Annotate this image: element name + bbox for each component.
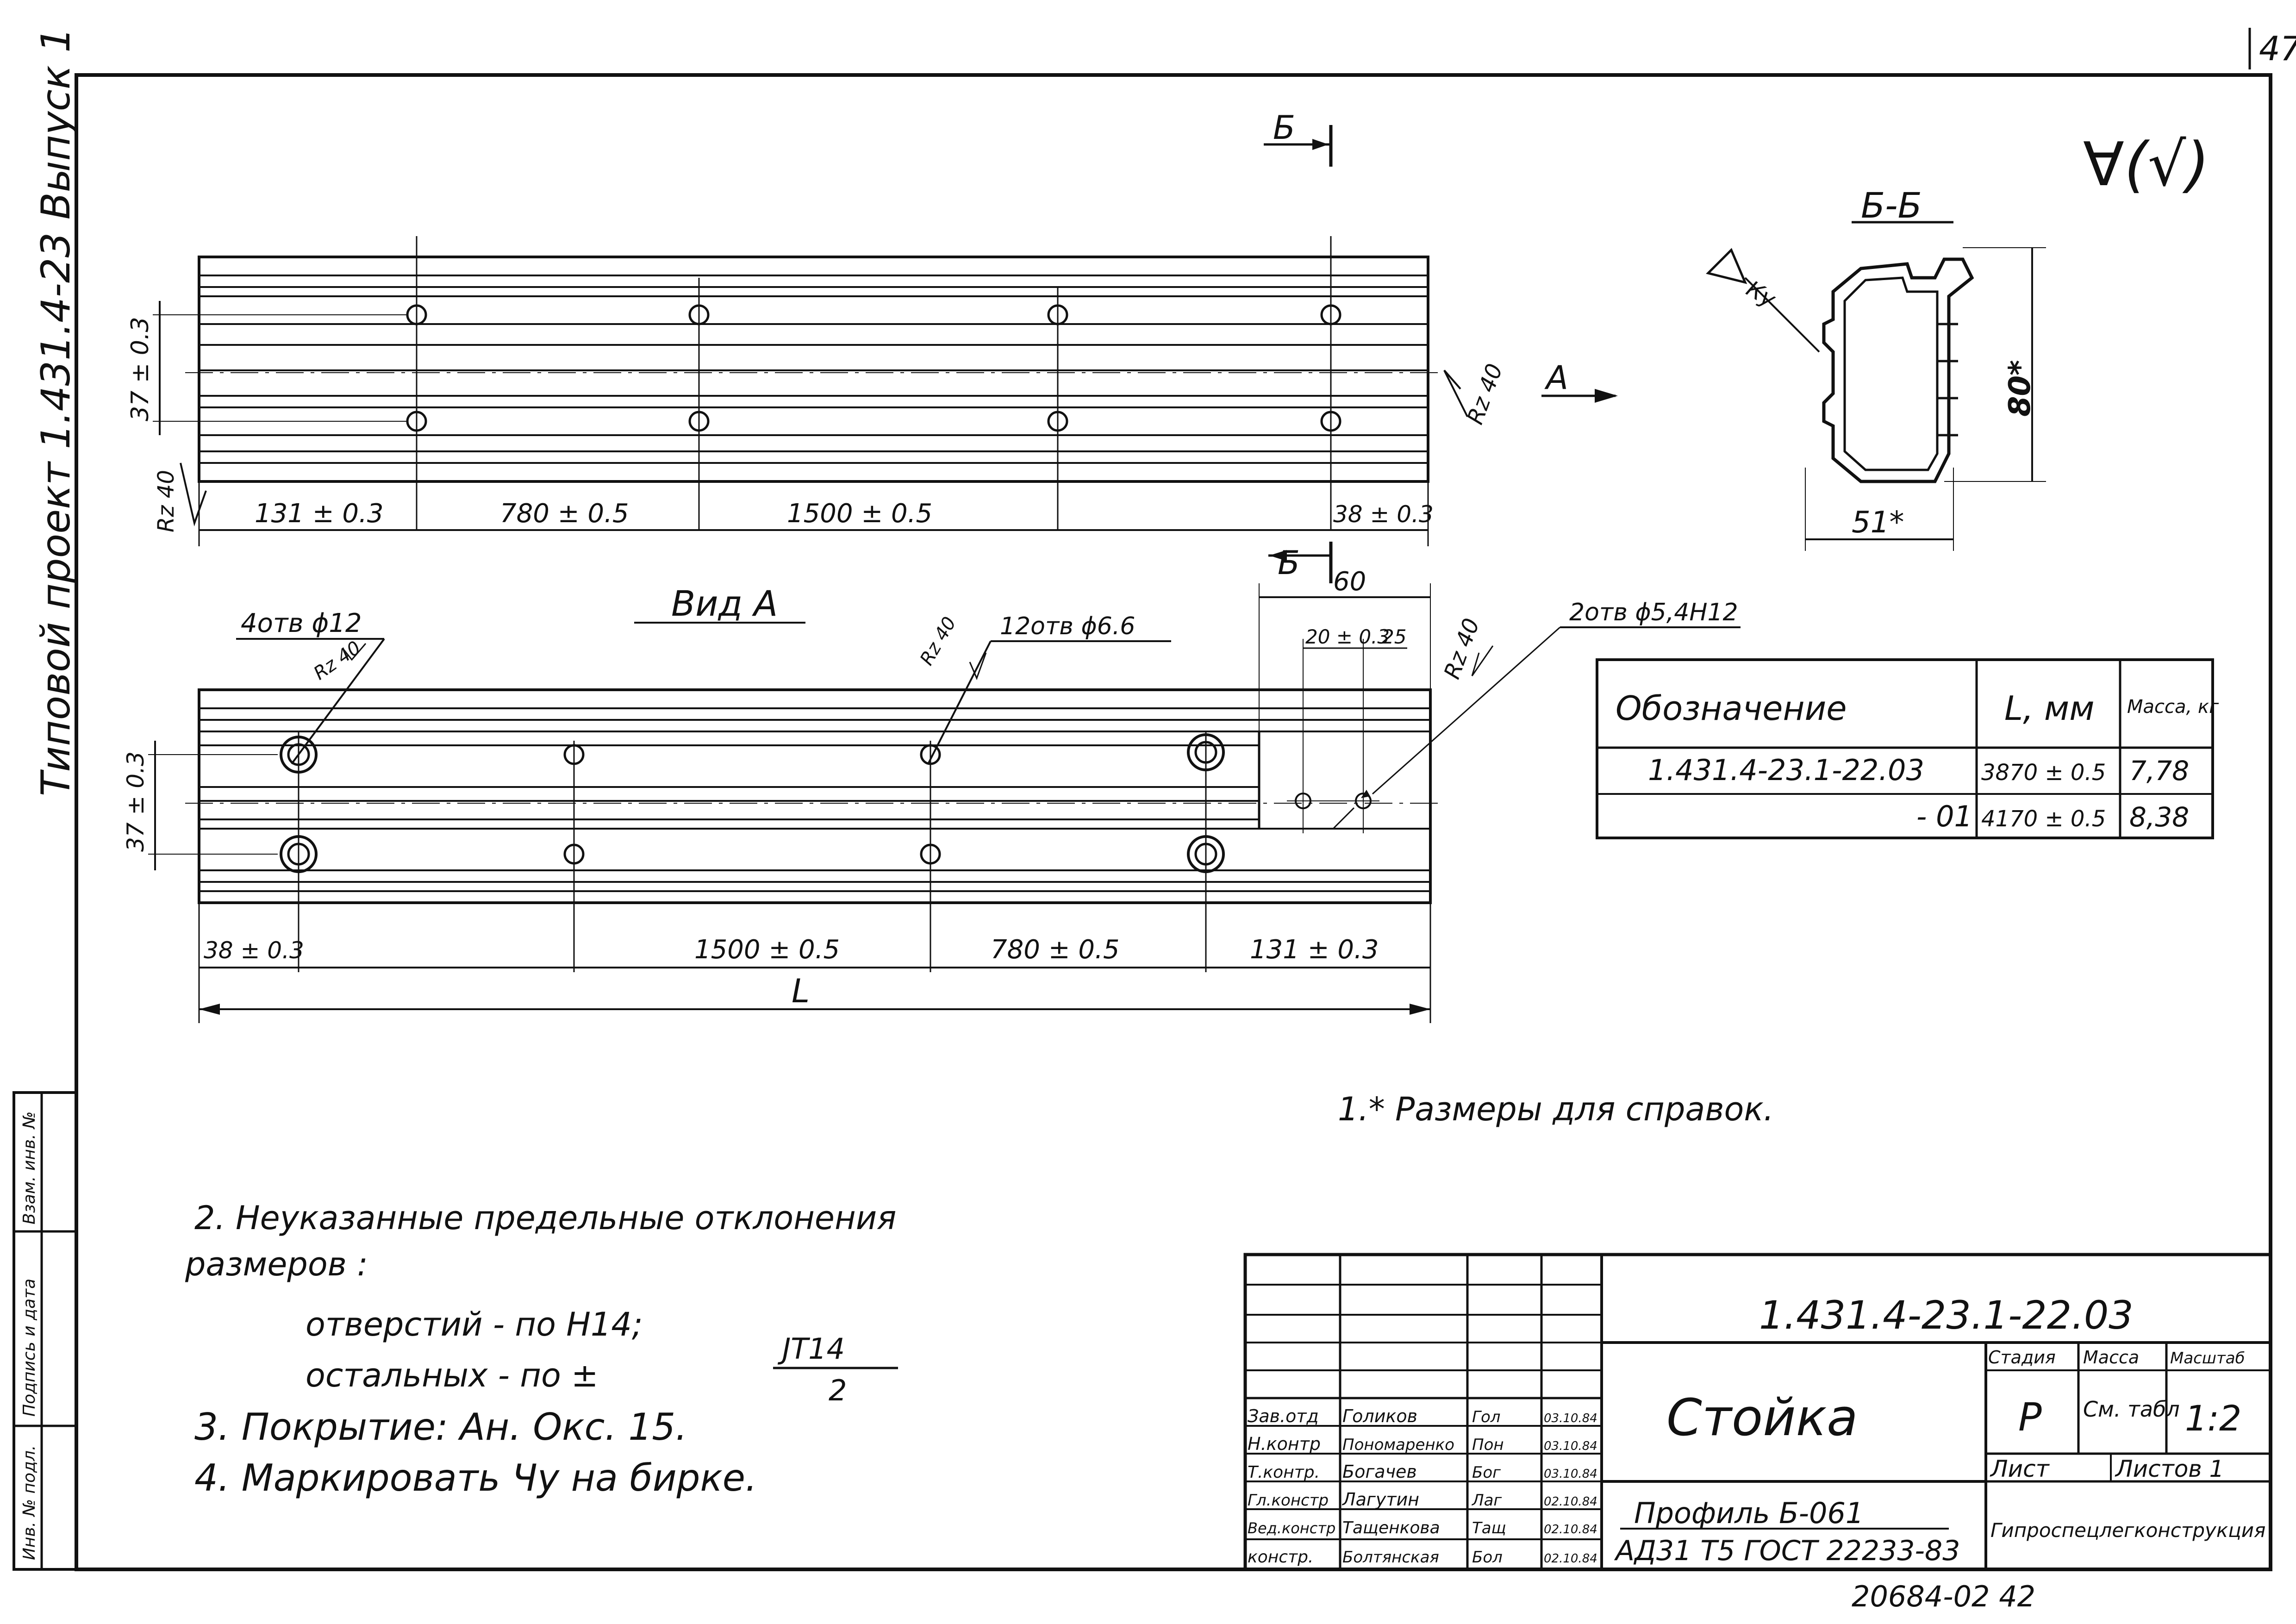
- tb-role-5: Вед.констр: [1248, 1519, 1335, 1537]
- tb-sign-2: Пон: [1472, 1436, 1504, 1454]
- spec-row2-length: 4170 ± 0.5: [1981, 806, 2106, 832]
- view-a-dim-4: 131 ± 0.3: [1250, 935, 1379, 965]
- view-a-roughness-3: Rz 40: [1439, 615, 1485, 682]
- spec-header-mass: Масса, кг: [2127, 696, 2219, 718]
- tb-sheet-label: Лист: [1990, 1455, 2050, 1482]
- view-a-dim-3: 780 ± 0.5: [991, 935, 1119, 965]
- top-dim-4: 38 ± 0.3: [1333, 501, 1434, 528]
- tb-sign-5: Тащ: [1472, 1519, 1506, 1537]
- top-view: Б 37 ± 0.3: [126, 109, 1618, 546]
- tb-sheets-label: Листов 1: [2115, 1455, 2224, 1482]
- spec-row1-length: 3870 ± 0.5: [1981, 760, 2106, 786]
- section-view: Б-Б Ку 80* 51*: [1706, 185, 2046, 551]
- tb-date-3: 03.10.84: [1544, 1467, 1597, 1481]
- tb-name-6: Болтянская: [1342, 1548, 1439, 1567]
- note-2-line4: остальных - по ±: [306, 1356, 599, 1394]
- tb-date-2: 03.10.84: [1544, 1439, 1597, 1453]
- notes: 1.* Размеры для справок. 2. Неуказанные …: [185, 1090, 1774, 1499]
- roughness-mark: ∀(√): [2083, 129, 2209, 200]
- top-roughness-left: Rz 40: [153, 470, 179, 532]
- holes-large-label: 4отв ϕ12: [241, 608, 362, 638]
- view-arrow-label: А: [1544, 359, 1568, 397]
- note-2-frac-den: 2: [829, 1374, 847, 1407]
- spec-header-designation: Обозначение: [1616, 689, 1847, 728]
- tb-stage-header: Стадия: [1988, 1347, 2056, 1368]
- stamp-sign-date: Подпись и дата: [20, 1279, 39, 1417]
- stamp-inv-no: Инв. № подл.: [20, 1445, 39, 1560]
- tb-name-5: Тащенкова: [1342, 1518, 1440, 1537]
- spec-row2-designation: - 01: [1916, 800, 1972, 833]
- tb-sign-4: Лаг: [1471, 1491, 1502, 1510]
- tb-date-5: 02.10.84: [1544, 1523, 1597, 1537]
- side-stamp: Инв. № подл. Подпись и дата Взам. инв. №: [12, 1091, 78, 1571]
- tb-sign-1: Гол: [1472, 1408, 1500, 1426]
- tb-scale: 1:2: [2185, 1398, 2241, 1439]
- note-2-frac-num: JT14: [777, 1332, 845, 1366]
- spec-row2-mass: 8,38: [2129, 801, 2189, 833]
- title-block: 1.431.4-23.1-22.03 Стойка Профиль Б-061 …: [1243, 1253, 2272, 1571]
- view-a-dim-end-total: 60: [1333, 567, 1366, 597]
- tb-role-1: Зав.отд: [1248, 1406, 1319, 1426]
- note-4: 4. Маркировать Чу на бирке.: [194, 1456, 757, 1499]
- tb-name-4: Лагутин: [1341, 1489, 1419, 1510]
- length-label: L: [792, 972, 810, 1010]
- view-a: Вид А Б: [122, 542, 1741, 1023]
- view-a-dim-1: 38 ± 0.3: [204, 937, 304, 964]
- note-2-line2: размеров :: [185, 1245, 368, 1283]
- project-title-vertical: Типовой проект 1.431.4-23 Выпуск 1: [33, 27, 79, 796]
- top-dim-1: 131 ± 0.3: [255, 499, 383, 529]
- view-a-section-mark: Б: [1278, 544, 1300, 582]
- tb-mass-header: Масса: [2083, 1347, 2139, 1368]
- tb-scale-header: Масштаб: [2170, 1349, 2245, 1368]
- section-title: Б-Б: [1861, 185, 1922, 226]
- tb-sign-3: Бог: [1472, 1463, 1501, 1482]
- top-section-mark: Б: [1273, 109, 1295, 147]
- tb-name-1: Голиков: [1342, 1406, 1417, 1426]
- stamp-replace-inv: Взам. инв. №: [20, 1112, 39, 1224]
- top-dim-2: 780 ± 0.5: [500, 499, 629, 529]
- note-3: 3. Покрытие: Ан. Окс. 15.: [194, 1405, 687, 1449]
- tb-date-6: 02.10.84: [1544, 1552, 1597, 1566]
- top-dim-3: 1500 ± 0.5: [787, 499, 932, 529]
- archive-number: 20684-02 42: [1852, 1580, 2035, 1613]
- section-height: 80*: [2003, 360, 2037, 417]
- tb-stage: Р: [2018, 1394, 2042, 1440]
- tb-designation: 1.431.4-23.1-22.03: [1759, 1293, 2134, 1338]
- spec-table: Обозначение L, мм Масса, кг 1.431.4-23.1…: [1596, 658, 2219, 839]
- drawing-frame: [75, 73, 2272, 1571]
- view-a-dim-end-a: 20 ± 0.3: [1305, 625, 1390, 648]
- note-1: 1.* Размеры для справок.: [1338, 1090, 1774, 1128]
- tb-material-2: АД31 Т5 ГОСТ 22233-83: [1614, 1535, 1960, 1567]
- view-a-dim-vertical: 37 ± 0.3: [122, 751, 149, 852]
- spec-row1-mass: 7,78: [2129, 755, 2189, 787]
- tb-organization: Гипроспецлегконструкция: [1990, 1519, 2265, 1542]
- view-a-title: Вид А: [671, 583, 778, 624]
- top-dim-vertical: 37 ± 0.3: [126, 317, 154, 422]
- top-roughness-right: Rz 40: [1462, 360, 1508, 428]
- holes-end-label: 2отв ϕ5,4H12: [1569, 599, 1738, 626]
- tb-name-2: Пономаренко: [1342, 1436, 1454, 1454]
- tb-sign-6: Бол: [1472, 1548, 1503, 1567]
- view-a-roughness-2: Rz 40: [916, 613, 961, 669]
- tb-role-4: Гл.констр: [1248, 1491, 1329, 1510]
- tb-role-3: Т.контр.: [1248, 1463, 1320, 1482]
- tb-mass: См. табл: [2083, 1397, 2180, 1422]
- section-width: 51*: [1852, 506, 1904, 540]
- spec-row1-designation: 1.431.4-23.1-22.03: [1648, 753, 1924, 787]
- tb-date-1: 03.10.84: [1544, 1412, 1597, 1425]
- view-a-dim-end-b: 25: [1382, 625, 1406, 648]
- tb-role-6: констр.: [1248, 1548, 1313, 1567]
- tb-name-3: Богачев: [1342, 1462, 1417, 1482]
- tb-name: Стойка: [1666, 1388, 1858, 1447]
- tb-role-2: Н.контр: [1248, 1434, 1321, 1454]
- note-2-line1: 2. Неуказанные предельные отклонения: [194, 1199, 896, 1237]
- tb-date-4: 02.10.84: [1544, 1495, 1597, 1509]
- spec-header-length: L, мм: [2004, 689, 2095, 728]
- tb-material-1: Профиль Б-061: [1634, 1496, 1864, 1530]
- note-2-line3: отверстий - по Н14;: [306, 1305, 643, 1343]
- holes-small-label: 12отв ϕ6.6: [1000, 612, 1135, 640]
- view-a-dim-2: 1500 ± 0.5: [694, 935, 840, 965]
- page-number: 47: [2259, 29, 2296, 68]
